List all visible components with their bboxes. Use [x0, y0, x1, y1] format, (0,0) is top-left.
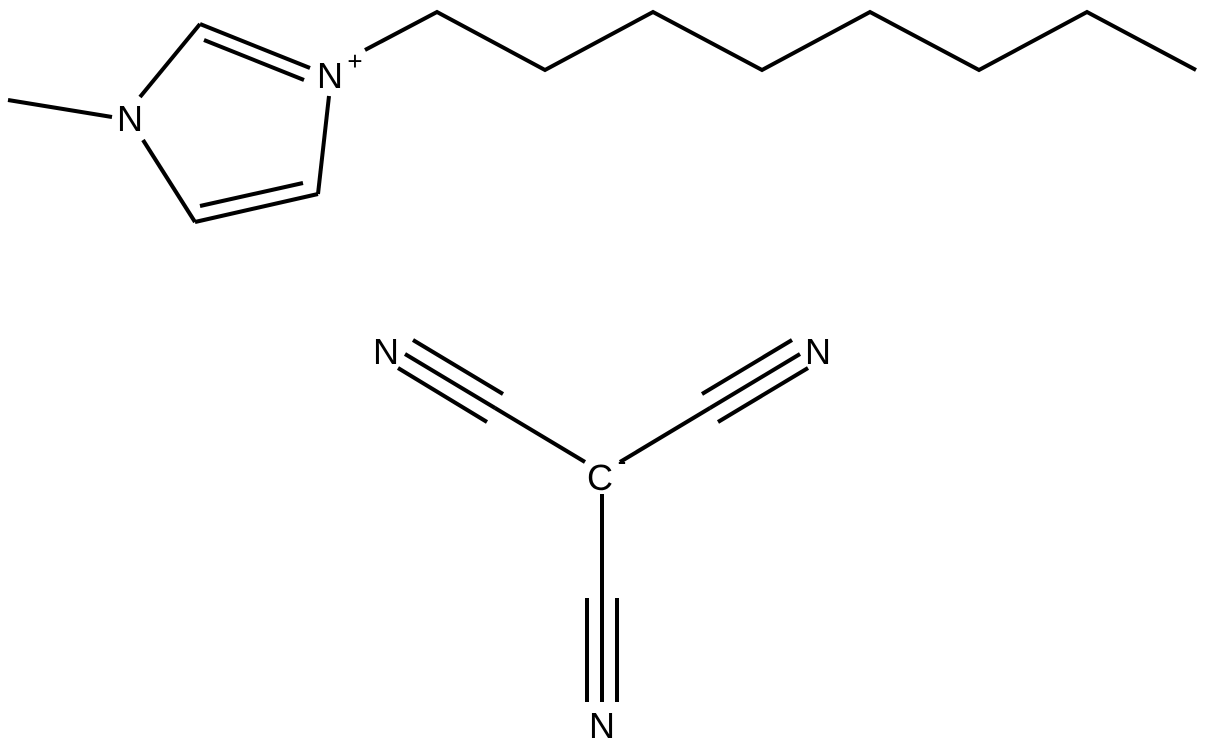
c5-n1-bond	[141, 138, 197, 224]
left-triple-bond-center	[403, 352, 497, 410]
c4-c5-double-bond-inner	[199, 181, 304, 208]
tricyanomethanide-anion: C - N N N	[373, 331, 831, 746]
atom-n-bottom: N	[589, 705, 615, 746]
charge-minus: -	[618, 446, 627, 476]
c2-n3-double-bond-inner	[203, 38, 305, 82]
atom-n3: N	[317, 55, 343, 96]
left-single-bond	[493, 406, 587, 464]
atom-n-right: N	[805, 331, 831, 372]
right-triple-bond-lower	[716, 366, 810, 424]
imidazolium-cation: N N +	[7, 9, 1197, 224]
right-single-bond	[618, 406, 712, 464]
n1-c2-bond	[138, 22, 202, 99]
c4-c5-double-bond-outer	[194, 192, 319, 224]
n3-c4-bond	[316, 95, 331, 195]
charge-plus: +	[347, 46, 362, 76]
atom-n1: N	[117, 98, 143, 139]
atom-c-center: C	[587, 457, 613, 498]
right-triple-bond-center	[708, 352, 802, 410]
left-triple-bond-upper	[411, 338, 505, 396]
left-triple-bond-lower	[396, 366, 489, 424]
atom-n-left: N	[373, 331, 399, 372]
octyl-chain	[364, 9, 1197, 73]
c2-n3-double-bond-outer	[199, 22, 311, 70]
methyl-bond	[7, 98, 113, 119]
right-triple-bond-upper	[700, 338, 794, 396]
